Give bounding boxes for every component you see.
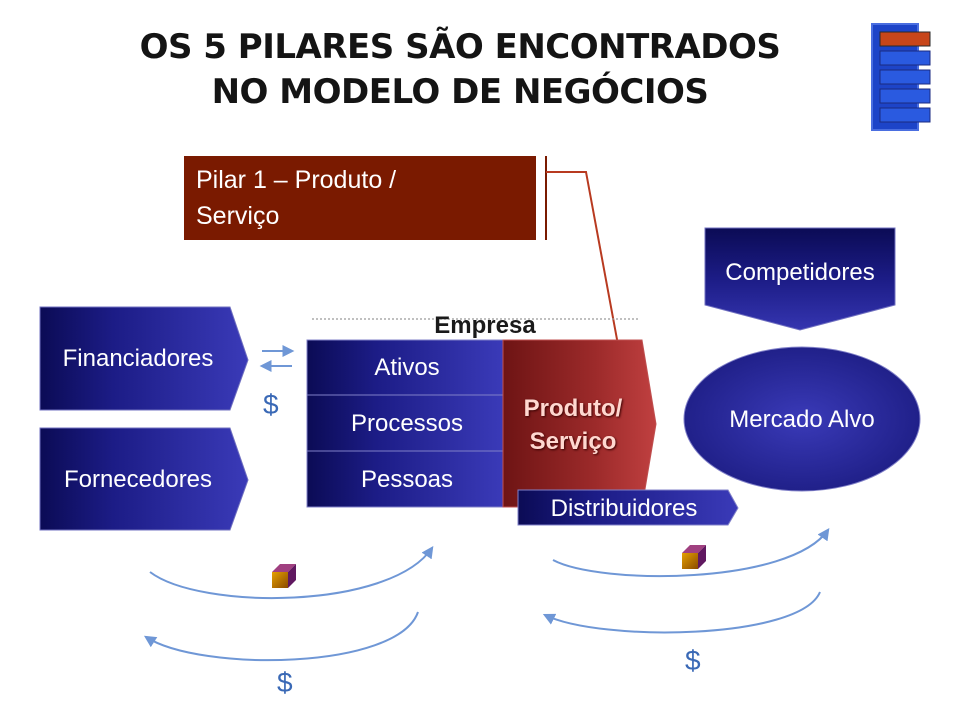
product-service-shape xyxy=(502,339,657,508)
company-row-people: Pessoas xyxy=(360,466,454,493)
financiers-label: Financiadores xyxy=(62,345,214,372)
competitors-label: Competidores xyxy=(725,259,875,286)
product-cube-icon-right xyxy=(682,545,706,569)
pillar-label-line2: Serviço xyxy=(196,202,280,230)
currency-symbol-financiers: $ xyxy=(263,389,279,420)
suppliers-label: Fornecedores xyxy=(63,466,213,493)
target-market-label: Mercado Alvo xyxy=(729,406,875,433)
competitors-shape xyxy=(704,227,896,331)
currency-symbol-left-flow: $ xyxy=(277,667,293,698)
suppliers-shape xyxy=(39,427,249,531)
product-cube-icon-left xyxy=(272,564,296,588)
target-market-ellipse xyxy=(683,346,921,492)
company-label: Empresa xyxy=(434,312,536,339)
right-flow-arrows xyxy=(542,528,830,634)
page-title-line1: OS 5 PILARES SÃO ENCONTRADOS xyxy=(139,27,781,67)
distributors-label: Distribuidores xyxy=(550,495,698,522)
distributors-shape xyxy=(517,489,739,526)
company-row-assets: Ativos xyxy=(374,354,440,381)
pillar-label-line1: Pilar 1 – Produto / xyxy=(196,166,397,194)
company-row-processes: Processos xyxy=(350,410,464,437)
exchange-arrows xyxy=(259,345,295,372)
currency-symbol-right-flow: $ xyxy=(685,645,701,676)
page-title-line2: NO MODELO DE NEGÓCIOS xyxy=(211,72,709,112)
financiers-shape xyxy=(39,306,249,411)
product-label-line1: Produto/ xyxy=(523,395,623,422)
product-label-line2: Serviço xyxy=(529,428,617,455)
pillar-box xyxy=(184,156,536,240)
pillars-stack-icon xyxy=(871,23,931,131)
callout-line xyxy=(546,171,627,389)
left-flow-arrows xyxy=(143,546,434,662)
